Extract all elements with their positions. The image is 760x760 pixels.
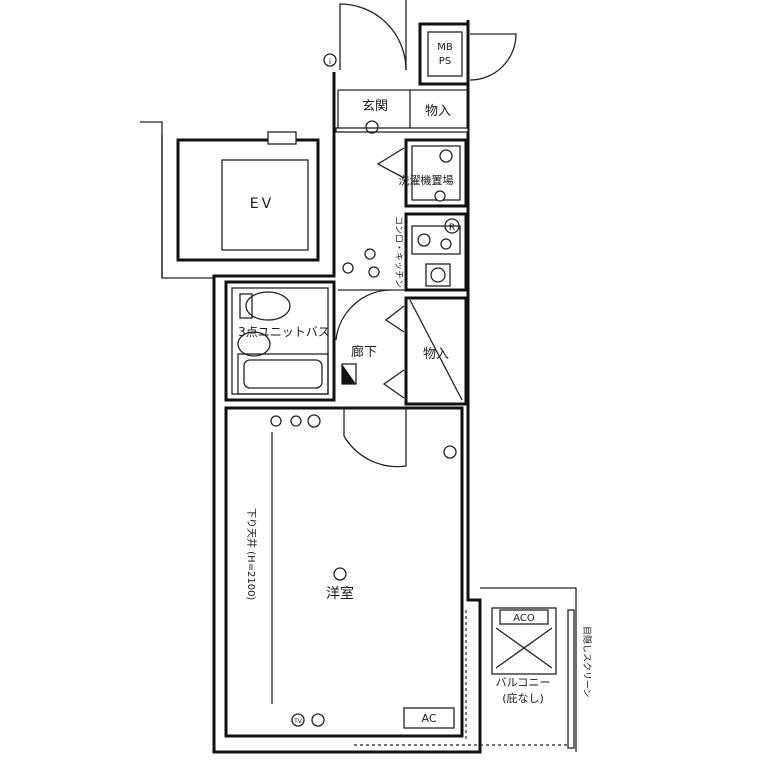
balcony-label-line1: バルコニー [496,676,551,689]
meter-box: MB PS [418,22,517,86]
unit-bath: 3点ユニットバス [224,280,391,402]
balcony: ACO バルコニー (庇なし) 目隠しスクリーン [354,587,593,752]
laundry-area: 洗濯機置場 [376,138,468,208]
kitchen: R コンロ・キッチン [342,212,468,292]
air-conditioner-label: AC [421,712,436,725]
western-room: 下り天井 (H=2100) 洋室 AC TV [224,406,467,740]
privacy-screen-note: 目隠しスクリーン [581,626,593,698]
entrance-storage-label: 物入 [425,104,451,119]
balcony-label-line2: (庇なし) [502,691,544,705]
entrance-label: 玄関 [362,99,388,114]
svg-text:i: i [329,57,331,66]
corridor: 廊下 物入 [338,289,468,406]
kitchen-label: コンロ・キッチン [393,216,404,288]
bath-label: 3点ユニットバス [238,325,330,339]
outdoor-unit-label: ACO [513,613,535,624]
elevator-shaft: EV [176,131,320,262]
laundry-label: 洗濯機置場 [399,173,454,187]
elevator-label: EV [250,196,274,212]
entry-door: i [323,0,407,71]
entrance: 玄関 物入 [335,89,469,134]
western-room-label: 洋室 [326,585,354,602]
corridor-label: 廊下 [351,344,377,360]
meter-box-top-label: MB [437,42,453,53]
tv-outlet-label: TV [293,718,303,725]
meter-box-bottom-label: PS [439,56,451,67]
ceiling-note: 下り天井 (H=2100) [245,508,258,600]
fridge-label: R [449,223,455,233]
corridor-storage-label: 物入 [423,347,449,362]
